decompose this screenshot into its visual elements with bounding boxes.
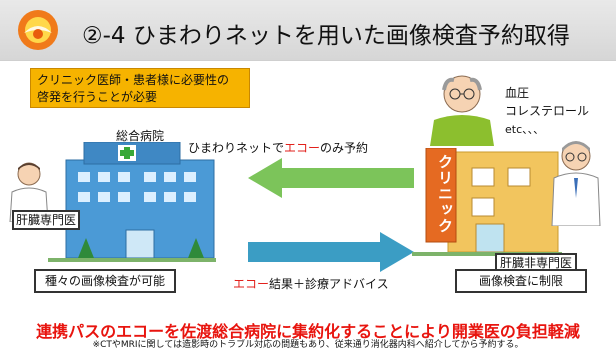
booking-flow-text: ひまわりネットでエコーのみ予約 — [188, 139, 368, 156]
booking-flow-prefix: ひまわりネットで — [188, 141, 285, 155]
awareness-note-line2: 啓発を行うことが必要 — [37, 90, 158, 104]
hospital-capability-label: 種々の画像検査が可能 — [34, 269, 176, 293]
patient-item-cholesterol: コレステロール — [505, 104, 590, 118]
awareness-note-line1: クリニック医師・患者様に必要性の — [37, 73, 230, 87]
booking-flow-highlight: エコー — [284, 141, 321, 155]
sunflower-logo-icon — [18, 10, 58, 50]
clinic-doctor-icon — [551, 141, 601, 226]
hospital-building-icon — [48, 142, 216, 262]
result-flow-highlight: エコー — [233, 277, 270, 291]
clinic-building-icon — [412, 148, 562, 256]
hospital-name: 総合病院 — [116, 129, 165, 143]
patient-item-blood-pressure: 血圧 — [505, 86, 530, 100]
awareness-note: クリニック医師・患者様に必要性の 啓発を行うことが必要 — [30, 68, 250, 108]
patient-icon — [430, 75, 494, 146]
result-flow-suffix: 結果＋診療アドバイス — [269, 277, 389, 291]
booking-flow-suffix: のみ予約 — [320, 141, 369, 155]
hospital-specialist-label: 肝臓専門医 — [12, 210, 80, 230]
footer-note: ※CTやMRIに関しては造影時のトラブル対応の問題もあり、従来通り消化器内科へ紹… — [92, 340, 524, 350]
page-title: ②-4 ひまわりネットを用いた画像検査予約取得 — [82, 23, 570, 49]
title-bar — [0, 0, 616, 61]
footer-main-message: 連携パスのエコーを佐渡総合病院に集約化することにより開業医の負担軽減 — [36, 322, 580, 341]
patient-item-etc: etc、、、 — [505, 123, 545, 136]
booking-arrow-left-icon — [248, 158, 414, 198]
result-arrow-right-icon — [248, 232, 414, 272]
clinic-sign: クリニック — [436, 154, 454, 234]
clinic-doctor-label: 肝臓非専門医 — [495, 253, 577, 273]
result-flow-text: エコー結果＋診療アドバイス — [233, 275, 389, 292]
clinic-limitation-label: 画像検査に制限 — [455, 269, 587, 293]
